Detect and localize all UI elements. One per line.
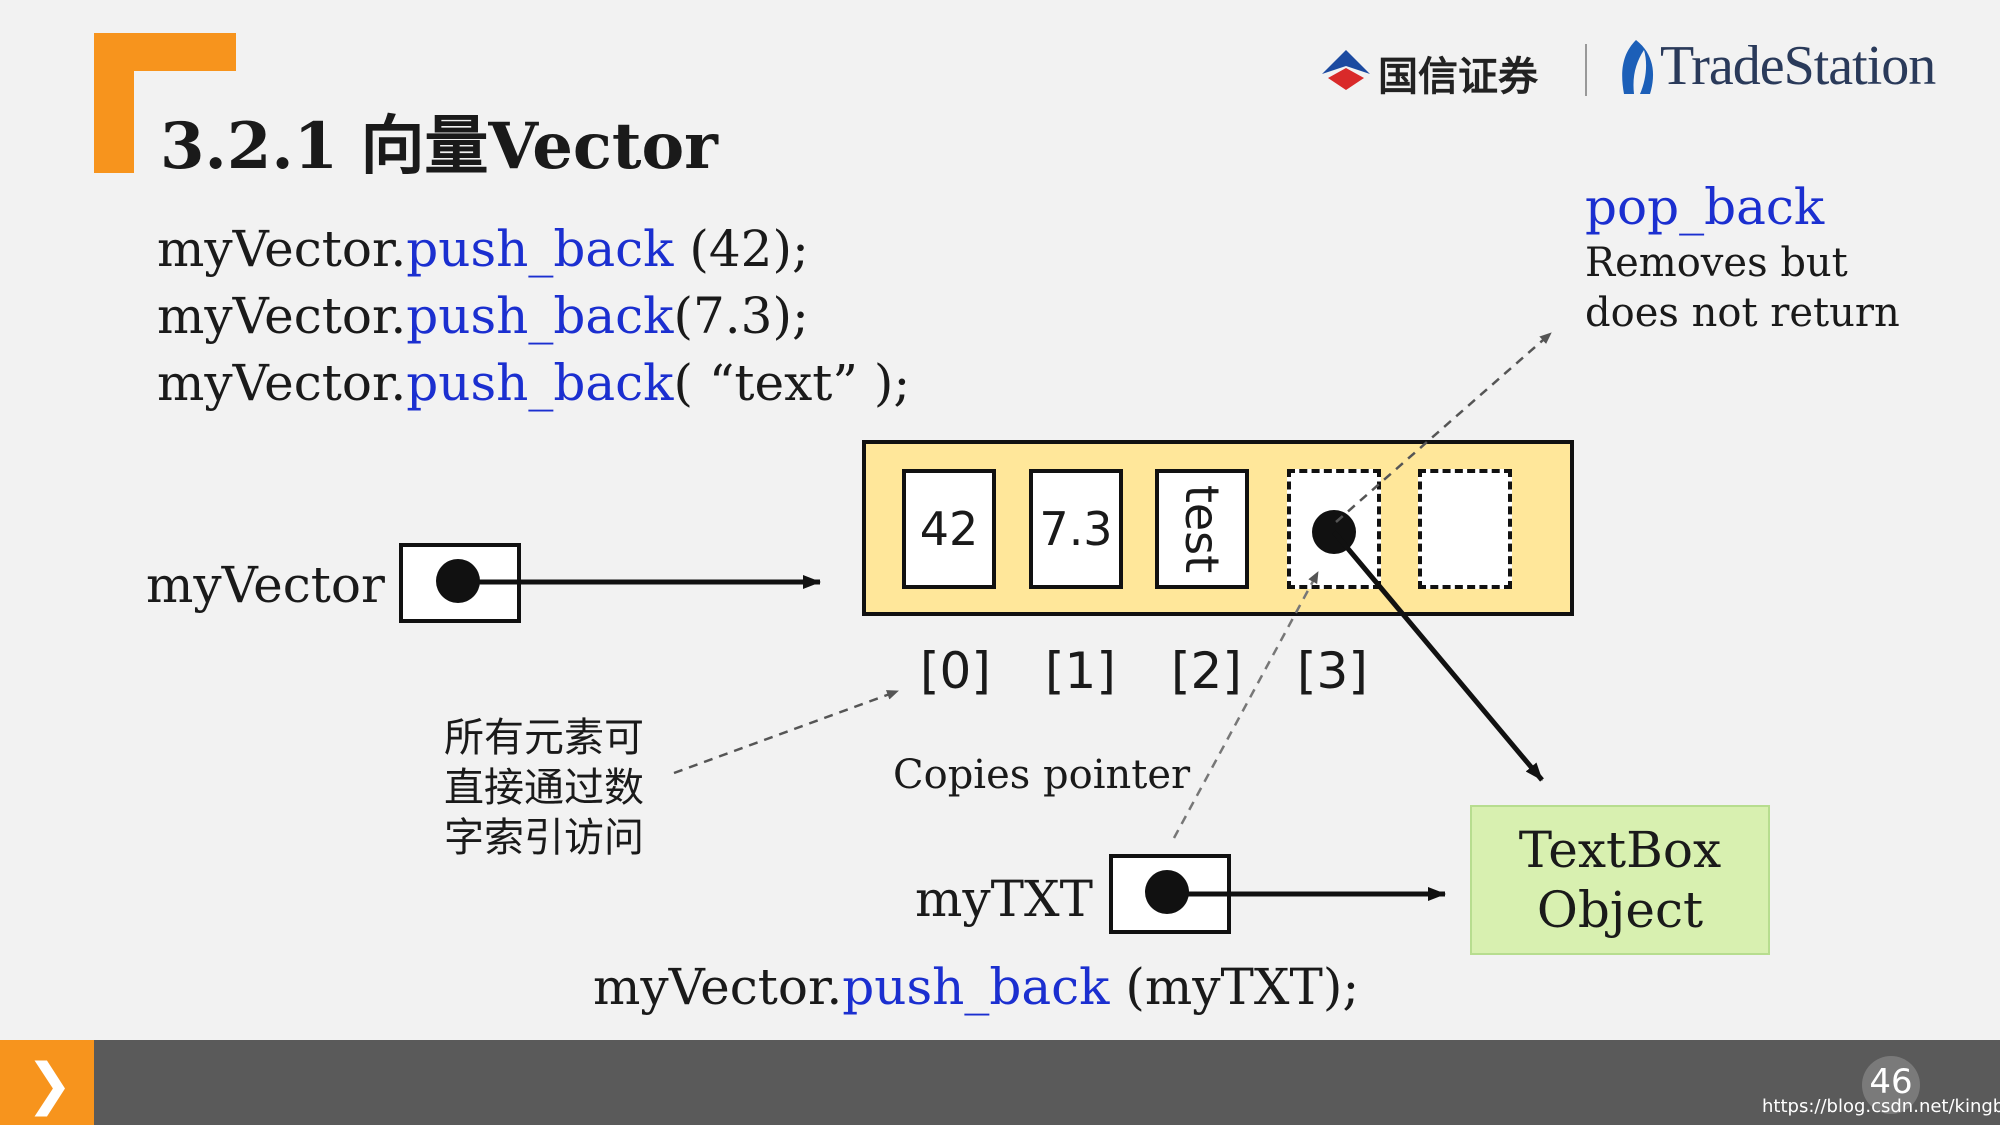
vector-cell-4-empty xyxy=(1418,469,1512,589)
index-access-note-line: 直接通过数 xyxy=(444,765,644,811)
cell-3-to-textbox-arrow xyxy=(1332,530,1544,782)
source-url: https://blog.csdn.net/kingboy100 xyxy=(1762,1096,2000,1117)
copies-pointer-label: Copies pointer xyxy=(893,752,1191,798)
index-access-note-line: 字索引访问 xyxy=(444,815,644,861)
code-args: (myTXT); xyxy=(1109,958,1360,1016)
page-number: 46 xyxy=(1869,1062,1913,1102)
footer-bar xyxy=(0,1040,2000,1125)
index-access-note: 所有元素可 直接通过数 字索引访问 xyxy=(444,713,644,863)
chevron-right-icon: ❯ xyxy=(26,1052,73,1117)
pop-back-label: pop_back xyxy=(1585,178,1825,236)
pop-back-dashed-arrow xyxy=(1335,332,1552,523)
code-function: push_back xyxy=(406,220,674,278)
page-title: 3.2.1 向量Vector xyxy=(160,109,718,184)
index-access-dashed-arrow xyxy=(673,689,899,775)
vector-cell-0: 42 xyxy=(902,469,996,589)
code-line-3: myVector.push_back( “text” ); xyxy=(157,354,910,412)
code-args: ( “text” ); xyxy=(673,354,911,412)
guoxin-logo-text: 国信证券 xyxy=(1378,53,1538,100)
myvector-label: myVector xyxy=(146,556,385,614)
index-label-1: [1] xyxy=(1045,642,1116,700)
index-label-3: [3] xyxy=(1297,642,1368,700)
guoxin-logo-icon xyxy=(1322,50,1370,90)
copies-pointer-dashed-arrow xyxy=(1172,571,1320,839)
code-line-1: myVector.push_back (42); xyxy=(157,220,809,278)
index-access-note-line: 所有元素可 xyxy=(444,715,644,761)
code-args: (7.3); xyxy=(673,287,809,345)
title-bracket-inner xyxy=(134,71,236,173)
code-function: push_back xyxy=(406,287,674,345)
vector-cell-2: test xyxy=(1155,469,1249,589)
index-label-0: [0] xyxy=(920,642,991,700)
textbox-object-line: TextBox xyxy=(1518,821,1722,879)
bottom-code-line: myVector.push_back (myTXT); xyxy=(593,958,1359,1016)
index-label-2: [2] xyxy=(1171,642,1242,700)
code-object: myVector. xyxy=(157,220,407,278)
code-args: (42); xyxy=(673,220,809,278)
page-number-badge xyxy=(1862,1056,1920,1114)
code-function: push_back xyxy=(406,354,674,412)
pop-back-desc-line1: Removes but xyxy=(1585,240,1848,286)
textbox-object-line: Object xyxy=(1536,881,1704,939)
vector-cell-1: 7.3 xyxy=(1029,469,1123,589)
code-line-2: myVector.push_back(7.3); xyxy=(157,287,809,345)
code-object: myVector. xyxy=(157,354,407,412)
tradestation-logo-icon xyxy=(1622,40,1654,94)
textbox-object: TextBox Object xyxy=(1470,805,1770,955)
pop-back-desc-line2: does not return xyxy=(1585,290,1900,336)
logo-divider xyxy=(1585,44,1587,96)
tradestation-logo-text: TradeStation xyxy=(1660,35,1936,97)
footer-accent xyxy=(0,1040,94,1125)
title-bracket-accent-top xyxy=(94,33,236,71)
code-function: push_back xyxy=(842,958,1110,1016)
code-object: myVector. xyxy=(593,958,843,1016)
code-object: myVector. xyxy=(157,287,407,345)
mytxt-label: myTXT xyxy=(915,870,1093,928)
